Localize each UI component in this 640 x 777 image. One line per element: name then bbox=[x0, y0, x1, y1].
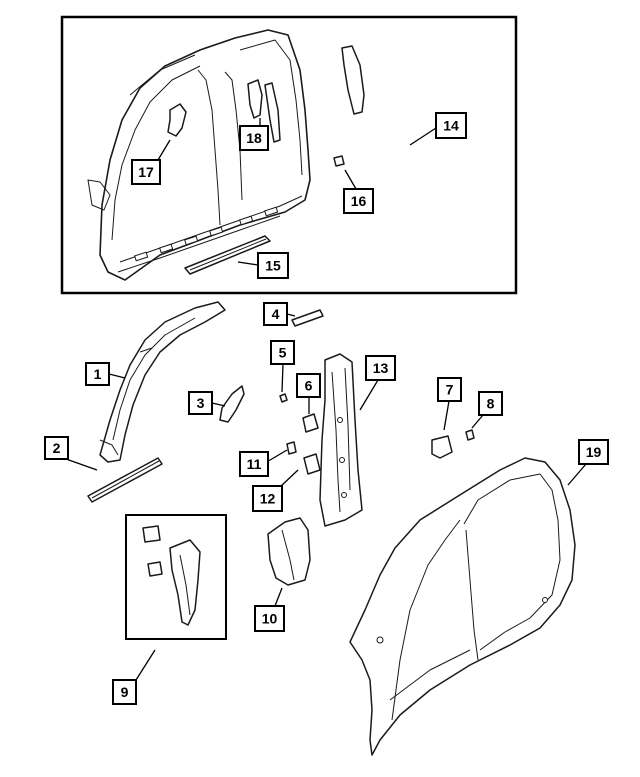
callout-15: 15 bbox=[257, 252, 289, 279]
callout-label: 12 bbox=[260, 491, 276, 507]
callout-label: 8 bbox=[487, 396, 495, 412]
callout-3: 3 bbox=[188, 391, 213, 415]
callout-5: 5 bbox=[270, 340, 295, 365]
callout-19: 19 bbox=[578, 439, 609, 465]
sub-assembly-9-parts bbox=[142, 525, 201, 626]
callout-4: 4 bbox=[263, 302, 288, 326]
callout-label: 9 bbox=[121, 684, 129, 700]
part-16-clip bbox=[333, 155, 345, 167]
callout-label: 18 bbox=[246, 130, 262, 146]
callout-label: 16 bbox=[351, 193, 367, 209]
callout-label: 13 bbox=[373, 360, 389, 376]
part-14-pillar-reinforcement bbox=[341, 45, 365, 115]
callout-label: 4 bbox=[272, 306, 280, 322]
callout-label: 10 bbox=[262, 611, 278, 627]
callout-label: 19 bbox=[586, 444, 602, 460]
callout-label: 15 bbox=[265, 258, 281, 274]
callout-14: 14 bbox=[435, 112, 467, 139]
callout-9: 9 bbox=[112, 679, 137, 705]
callout-11: 11 bbox=[239, 451, 269, 477]
callout-1: 1 bbox=[85, 362, 110, 386]
callout-17: 17 bbox=[131, 159, 161, 185]
callout-label: 17 bbox=[138, 164, 154, 180]
callout-13: 13 bbox=[365, 355, 396, 381]
part-17-bracket bbox=[167, 103, 187, 137]
callout-label: 11 bbox=[247, 456, 262, 472]
part-1-a-pillar bbox=[99, 301, 226, 463]
callout-6: 6 bbox=[296, 373, 321, 398]
callout-10: 10 bbox=[254, 605, 285, 632]
part-13-b-pillar bbox=[319, 353, 363, 527]
callout-label: 6 bbox=[305, 378, 313, 394]
callout-7: 7 bbox=[437, 377, 462, 402]
callout-12: 12 bbox=[252, 485, 283, 512]
part-10-bracket bbox=[267, 517, 311, 586]
callout-label: 1 bbox=[94, 366, 102, 382]
callout-label: 7 bbox=[446, 382, 454, 398]
part-19-body-side-outer bbox=[349, 457, 576, 756]
part-3-bracket bbox=[219, 385, 245, 423]
callout-18: 18 bbox=[239, 125, 269, 151]
part-6-bracket bbox=[302, 413, 319, 433]
part-12-bracket bbox=[303, 453, 321, 475]
assembly-group-frame bbox=[60, 15, 518, 295]
sub-assembly-9-frame bbox=[125, 514, 227, 640]
part-4-plate bbox=[291, 309, 324, 327]
callout-label: 5 bbox=[279, 345, 287, 361]
inner-body-side-assembly bbox=[87, 29, 311, 281]
part-11-bracket bbox=[286, 441, 297, 455]
callout-2: 2 bbox=[44, 436, 69, 460]
part-8-clip bbox=[465, 429, 475, 441]
callout-8: 8 bbox=[478, 391, 503, 416]
rocker-slots bbox=[134, 206, 279, 262]
callout-label: 3 bbox=[197, 395, 205, 411]
part-7-bracket bbox=[431, 435, 453, 459]
callout-label: 14 bbox=[443, 118, 459, 134]
callout-16: 16 bbox=[343, 188, 374, 214]
part-5-clip bbox=[279, 393, 288, 403]
callout-label: 2 bbox=[53, 440, 61, 456]
part-18-reinforcement bbox=[247, 79, 281, 143]
leader-lines bbox=[65, 118, 587, 681]
